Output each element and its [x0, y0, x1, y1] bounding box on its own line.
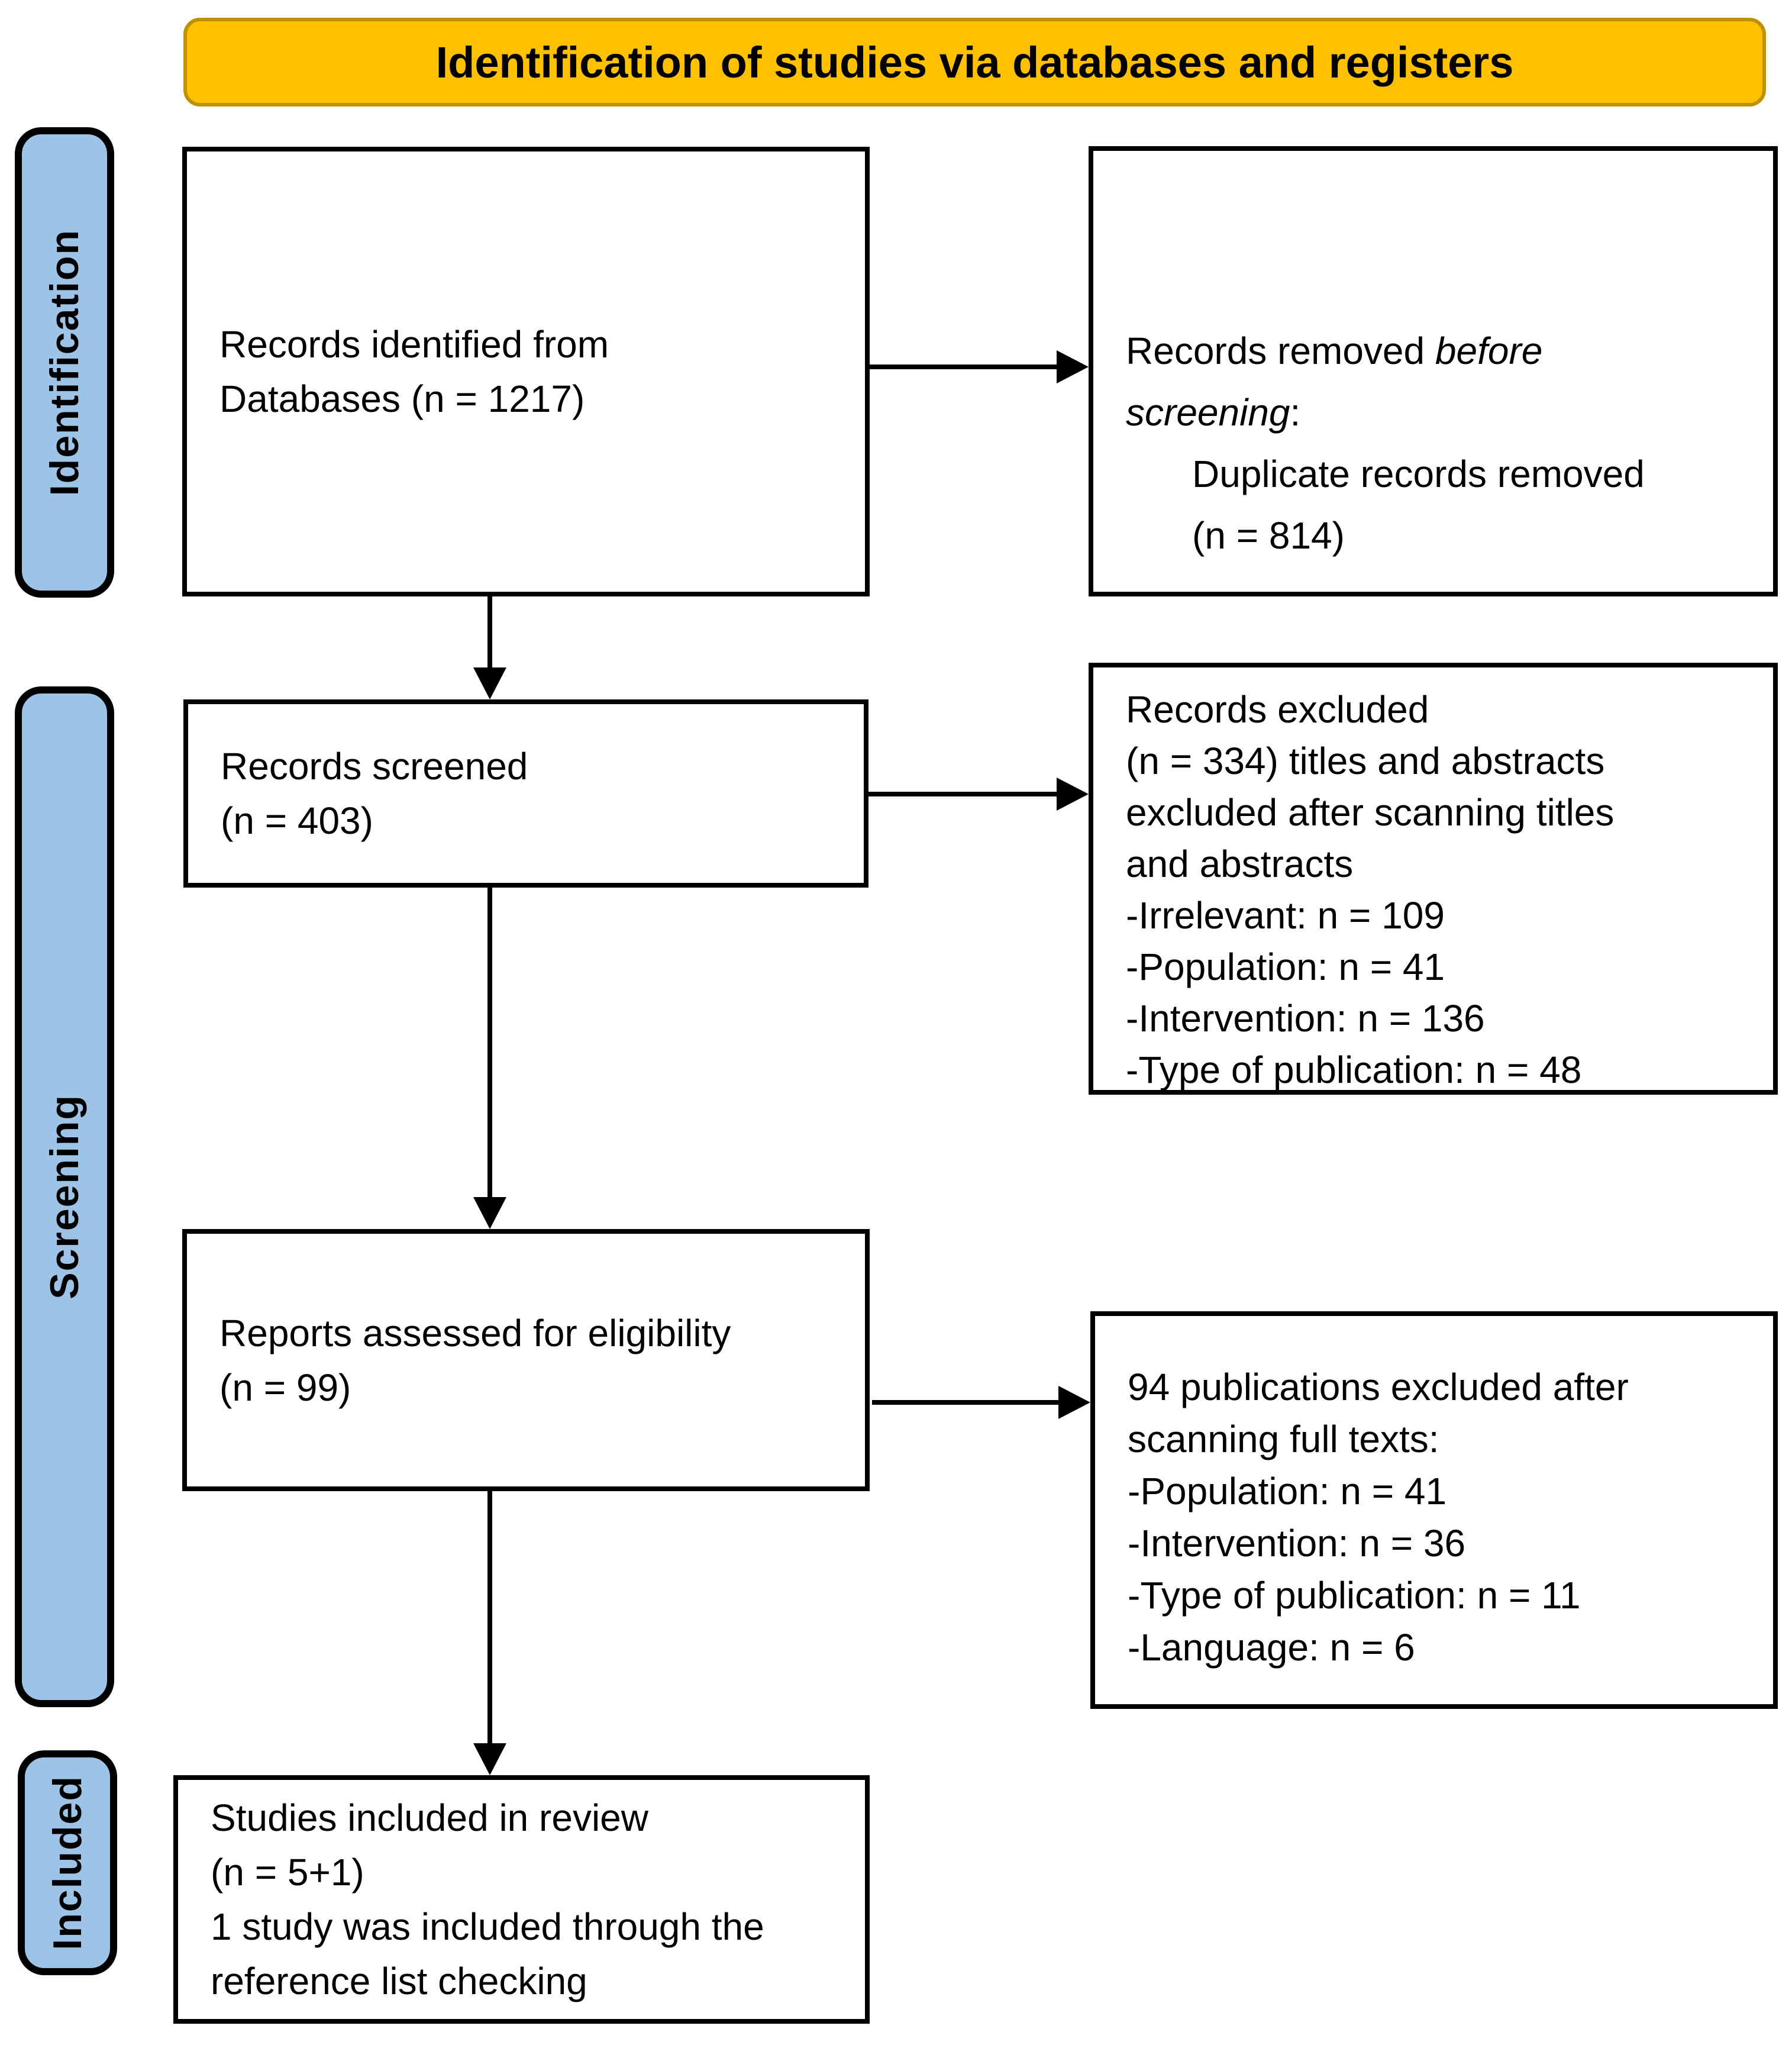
box-records-excluded-line: excluded after scanning titles	[1126, 791, 1615, 834]
diagram-title: Identification of studies via databases …	[435, 37, 1514, 87]
box-studies-included-line: (n = 5+1)	[211, 1851, 364, 1894]
box-records-screened-line: (n = 403)	[221, 799, 373, 842]
stage-label-included: Included	[18, 1750, 117, 1975]
records-removed-intro: Records removed	[1126, 330, 1435, 372]
box-records-removed-line: Duplicate records removed	[1192, 453, 1645, 495]
box-publications-excluded-line: -Type of publication: n = 11	[1128, 1574, 1581, 1617]
box-records-identified-line: Databases (n = 1217)	[219, 378, 585, 420]
box-records-removed-line: screening:	[1126, 382, 1758, 443]
box-reports-assessed: Reports assessed for eligibility (n = 99…	[182, 1229, 870, 1491]
arrow-identified-to-screened	[473, 596, 506, 699]
box-publications-excluded-line: scanning full texts:	[1128, 1418, 1439, 1460]
box-studies-included-line: Studies included in review	[211, 1796, 648, 1839]
arrow-screened-to-assessed	[473, 888, 506, 1229]
box-publications-excluded-line: -Population: n = 41	[1128, 1470, 1447, 1512]
box-records-excluded-line: (n = 334) titles and abstracts	[1126, 740, 1605, 782]
diagram-title-banner: Identification of studies via databases …	[183, 18, 1766, 107]
box-records-removed-line: Records removed before	[1126, 320, 1758, 382]
box-records-excluded-line: -Irrelevant: n = 109	[1126, 894, 1445, 937]
arrow-identified-to-removed	[870, 350, 1089, 383]
stage-label-screening: Screening	[15, 686, 114, 1707]
box-publications-excluded: 94 publications excluded after scanning …	[1090, 1311, 1778, 1709]
box-records-identified-line: Records identified from	[219, 323, 609, 366]
box-records-screened: Records screened (n = 403)	[183, 699, 868, 888]
box-studies-included-line: reference list checking	[211, 1960, 587, 2002]
box-publications-excluded-line: -Language: n = 6	[1128, 1626, 1415, 1669]
box-records-removed-line: (n = 814)	[1192, 514, 1345, 557]
box-records-excluded: Records excluded (n = 334) titles and ab…	[1089, 663, 1778, 1095]
box-publications-excluded-line: -Intervention: n = 36	[1128, 1522, 1466, 1565]
arrow-screened-to-excluded	[868, 778, 1089, 811]
box-records-identified: Records identified from Databases (n = 1…	[182, 147, 870, 596]
box-publications-excluded-line: 94 publications excluded after	[1128, 1366, 1629, 1408]
box-studies-included: Studies included in review (n = 5+1) 1 s…	[173, 1775, 870, 2024]
box-records-screened-line: Records screened	[221, 745, 528, 788]
arrow-assessed-to-included	[473, 1491, 506, 1775]
records-removed-intro-italic: before	[1435, 330, 1543, 372]
stage-label-identification-text: Identification	[42, 228, 87, 496]
stage-label-screening-text: Screening	[42, 1094, 87, 1299]
box-records-excluded-line: -Population: n = 41	[1126, 946, 1445, 988]
stage-label-identification: Identification	[15, 127, 114, 598]
records-removed-intro: :	[1290, 391, 1301, 434]
box-studies-included-line: 1 study was included through the	[211, 1905, 764, 1948]
box-records-excluded-line: and abstracts	[1126, 843, 1354, 885]
stage-label-included-text: Included	[45, 1775, 90, 1950]
box-reports-assessed-line: (n = 99)	[219, 1366, 351, 1409]
box-records-excluded-line: -Type of publication: n = 48	[1126, 1049, 1582, 1091]
records-removed-intro-italic: screening	[1126, 391, 1290, 434]
box-records-excluded-line: -Intervention: n = 136	[1126, 997, 1485, 1040]
box-records-excluded-line: Records excluded	[1126, 688, 1429, 731]
arrow-assessed-to-excluded	[872, 1386, 1090, 1419]
box-records-removed: Records removed before screening: Duplic…	[1089, 146, 1778, 596]
box-reports-assessed-line: Reports assessed for eligibility	[219, 1311, 731, 1354]
